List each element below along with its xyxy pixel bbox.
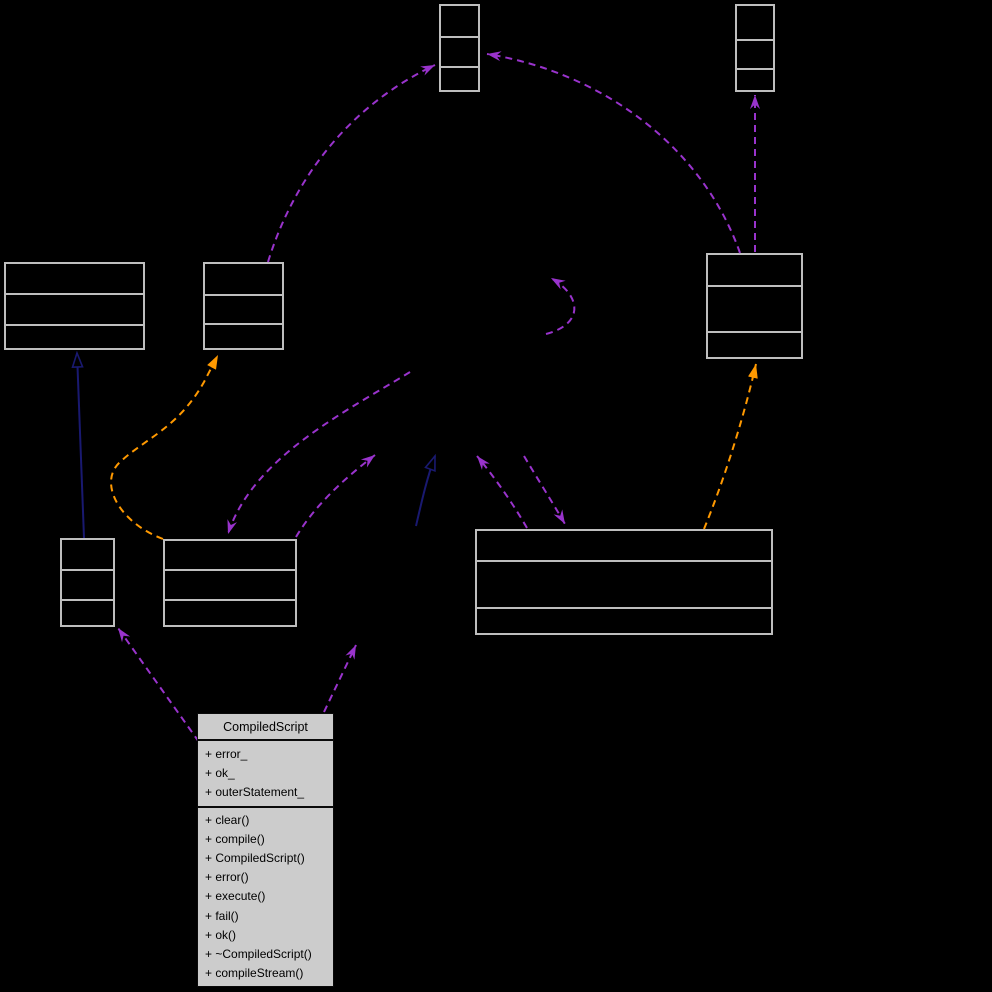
class-node-left xyxy=(4,262,145,350)
class-node-mid-left xyxy=(203,262,284,350)
edge-inheritance-hidden-to-center xyxy=(415,456,436,527)
edge-inheritance-smallleft-to-left xyxy=(77,353,85,539)
node-attrs-compartment xyxy=(165,569,295,599)
edge-usage-midleft-to-topcenter xyxy=(267,64,436,263)
node-attrs-compartment xyxy=(205,294,282,323)
class-node-wide xyxy=(475,529,773,635)
attribute-row: + ok_ xyxy=(205,766,235,780)
class-node-top-center xyxy=(439,4,480,92)
attribute-row: + outerStatement_ xyxy=(205,785,305,799)
class-node-mid xyxy=(163,539,297,627)
method-row: + clear() xyxy=(205,813,250,828)
class-title: CompiledScript xyxy=(198,714,333,741)
node-attrs-compartment xyxy=(737,39,773,68)
method-row: + CompiledScript() xyxy=(205,851,305,866)
node-attrs-compartment xyxy=(708,285,801,331)
node-methods-compartment xyxy=(6,324,143,348)
edge-usage-compiledscript-to-smallleft xyxy=(117,627,200,743)
class-node-right xyxy=(706,253,803,359)
method-row: + compileStream() xyxy=(205,965,304,980)
node-attrs-compartment xyxy=(62,569,113,599)
node-methods-compartment xyxy=(477,607,771,633)
class-node-top-right xyxy=(735,4,775,92)
edge-usage-self-loop xyxy=(545,277,576,335)
method-row: + fail() xyxy=(205,908,239,923)
method-row: + ~CompiledScript() xyxy=(205,946,312,961)
edge-template-wide-to-right xyxy=(703,363,758,530)
node-methods-compartment xyxy=(62,599,113,625)
method-row: + execute() xyxy=(205,889,266,904)
method-row: + ok() xyxy=(205,927,237,942)
class-methods: + clear() + compile() + CompiledScript()… xyxy=(198,808,333,986)
node-methods-compartment xyxy=(205,323,282,348)
edge-usage-mid-to-center xyxy=(295,454,376,538)
method-row: + compile() xyxy=(205,832,265,847)
edge-usage-center-to-mid xyxy=(227,371,411,535)
class-node-small-left xyxy=(60,538,115,627)
node-methods-compartment xyxy=(441,66,478,90)
class-attributes: + error_ + ok_ + outerStatement_ xyxy=(198,741,333,808)
node-attrs-compartment xyxy=(6,293,143,324)
edge-usage-wide-to-center xyxy=(476,455,528,529)
node-methods-compartment xyxy=(737,68,773,90)
edge-template-mid-to-midleft xyxy=(110,354,219,540)
attribute-row: + error_ xyxy=(205,747,248,761)
class-node-compiledscript: CompiledScript + error_ + ok_ + outerSta… xyxy=(197,713,334,987)
edge-usage-compiledscript-to-hidden-node xyxy=(323,644,357,713)
node-methods-compartment xyxy=(708,331,801,357)
method-row: + error() xyxy=(205,870,249,885)
node-attrs-compartment xyxy=(441,36,478,66)
node-methods-compartment xyxy=(165,599,295,625)
edge-usage-center-to-wide xyxy=(523,455,566,525)
node-attrs-compartment xyxy=(477,560,771,607)
edge-usage-right-to-topcenter xyxy=(486,51,741,254)
